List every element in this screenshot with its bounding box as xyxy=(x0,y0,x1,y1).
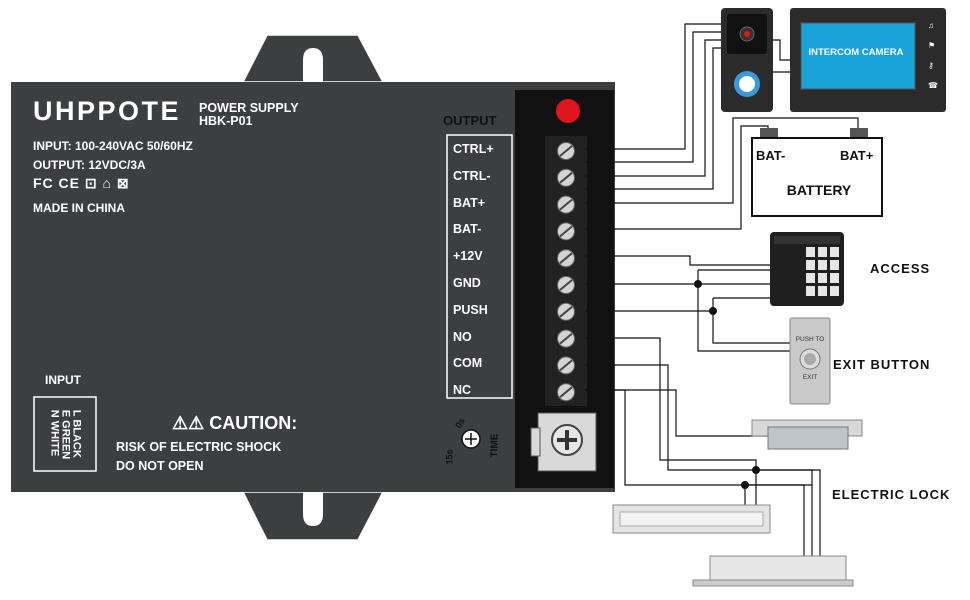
caution-line-1: RISK OF ELECTRIC SHOCK xyxy=(116,440,282,454)
keypad-key xyxy=(818,260,827,270)
screw-slot xyxy=(559,252,573,264)
origin-label: MADE IN CHINA xyxy=(33,201,125,215)
product-model: HBK-P01 xyxy=(199,114,253,128)
input-line-l: L BLACK xyxy=(70,409,83,458)
brand-logo: UHPPOTE xyxy=(33,96,182,126)
product-line-1: POWER SUPPLY xyxy=(199,101,299,115)
keypad-key xyxy=(830,273,839,283)
svg-text:⚑: ⚑ xyxy=(928,41,935,50)
screw-slot xyxy=(559,279,573,291)
svg-text:⚷: ⚷ xyxy=(928,61,934,70)
power-led-icon xyxy=(556,99,580,123)
intercom-monitor-icon: ♫ ⚑ ⚷ ☎ xyxy=(790,8,946,112)
caution-title: ⚠⚠ CAUTION: xyxy=(172,413,298,433)
input-line-e: E GREEN xyxy=(59,409,72,459)
terminal-label: CTRL- xyxy=(453,168,491,183)
terminal-label: BAT+ xyxy=(453,195,486,210)
input-wiring-legend: L BLACK E GREEN N WHITE xyxy=(34,398,96,470)
terminal-label: PUSH xyxy=(453,302,488,317)
electric-lock-label: ELECTRIC LOCK xyxy=(832,487,951,502)
battery-negative-label: BAT- xyxy=(756,148,786,163)
terminal-label: BAT- xyxy=(453,222,482,237)
output-title: OUTPUT xyxy=(443,113,497,128)
keypad-key xyxy=(818,286,827,296)
exit-button-bottom-text: EXIT xyxy=(802,374,818,381)
keypad-key xyxy=(806,260,815,270)
terminal-label: GND xyxy=(453,276,481,290)
mounting-bracket-bottom xyxy=(241,491,385,541)
screw-slot xyxy=(559,306,573,318)
mortise-lock-icon xyxy=(692,555,854,587)
svg-text:♫: ♫ xyxy=(928,21,934,30)
exit-button-icon xyxy=(789,317,831,405)
keypad-keys xyxy=(806,247,839,296)
keypad-key xyxy=(830,260,839,270)
battery-icon xyxy=(751,128,883,217)
terminal-label: NC xyxy=(453,383,472,398)
keypad-key xyxy=(806,286,815,296)
terminal-label: NO xyxy=(453,329,472,344)
output-spec: OUTPUT: 12VDC/3A xyxy=(33,158,146,172)
input-spec: INPUT: 100-240VAC 50/60HZ xyxy=(33,139,193,153)
certification-marks: FC CE ⊡ ⌂ ⊠ xyxy=(33,175,130,191)
time-label: TIME xyxy=(489,433,501,458)
terminal-label: +12V xyxy=(453,249,483,264)
magnetic-lock-icon xyxy=(612,504,771,534)
screw-slot xyxy=(559,145,573,157)
screw-slot xyxy=(559,359,573,372)
terminal-label: CTRL+ xyxy=(453,142,494,156)
caution-line-2: DO NOT OPEN xyxy=(116,459,204,473)
output-label-box xyxy=(446,134,513,399)
keypad-key xyxy=(830,286,839,296)
time-min-label: 15s xyxy=(444,449,455,465)
mounting-bracket-top xyxy=(241,34,385,83)
battery-positive-label: BAT+ xyxy=(840,148,874,163)
keypad-key xyxy=(818,273,827,283)
input-title: INPUT xyxy=(45,373,81,387)
screw-slot xyxy=(559,198,573,211)
keypad-key xyxy=(830,247,839,257)
keypad-key xyxy=(806,247,815,257)
power-supply-housing xyxy=(11,82,615,492)
screw-slot xyxy=(559,225,573,238)
input-terminal-block xyxy=(530,412,597,472)
keypad-key xyxy=(818,247,827,257)
electric-strike-icon xyxy=(751,419,863,450)
keypad-key xyxy=(806,273,815,283)
terminal-screws xyxy=(557,142,575,402)
exit-button-label: EXIT BUTTON xyxy=(833,357,931,372)
access-label: ACCESS xyxy=(870,261,931,276)
screw-slot xyxy=(559,332,573,345)
terminal-label: COM xyxy=(453,356,483,371)
battery-label: BATTERY xyxy=(786,182,852,198)
input-line-n: N WHITE xyxy=(48,409,61,456)
screw-slot xyxy=(559,386,573,398)
screw-slot xyxy=(559,172,573,184)
svg-text:☎: ☎ xyxy=(928,81,938,90)
wire-junctions xyxy=(694,280,760,489)
video-doorbell-icon xyxy=(721,8,773,112)
intercom-screen-text: INTERCOM CAMERA xyxy=(808,47,904,58)
exit-button-top-text: PUSH TO xyxy=(795,336,825,343)
time-knob-icon xyxy=(461,429,481,449)
input-label-box xyxy=(33,396,97,472)
